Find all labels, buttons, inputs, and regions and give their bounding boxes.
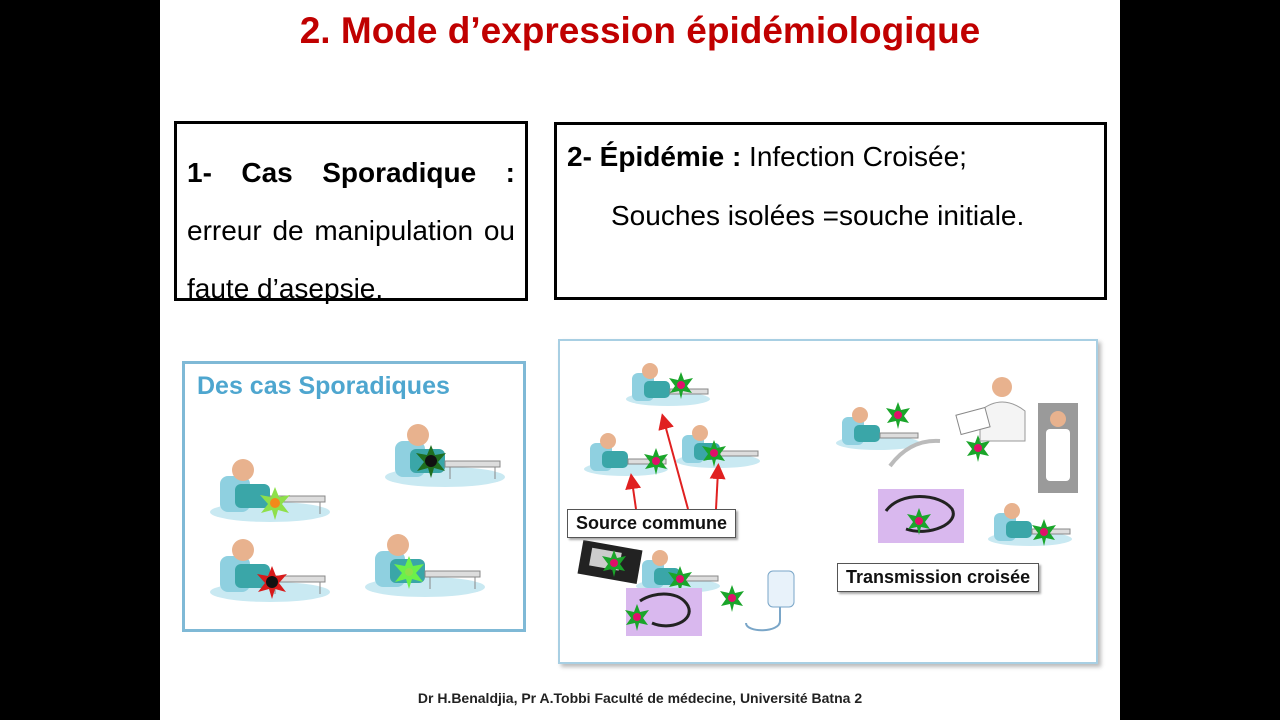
iv-bag-icon — [745, 570, 795, 632]
nurse-icon — [1038, 403, 1078, 493]
sporadic-case-box: 1- Cas Sporadique : erreur de manipulati… — [174, 121, 528, 304]
transmission-arrow — [888, 438, 941, 468]
patient-in-bed-icon — [210, 539, 330, 602]
transmission-croisee-label: Transmission croisée — [837, 563, 1040, 592]
epidemic-lead: 2- Épidémie : — [567, 141, 742, 172]
sporadic-illustration — [210, 424, 505, 602]
sporadic-case-lead: 1- Cas Sporadique : — [187, 157, 515, 188]
patient-in-bed-icon — [987, 502, 1073, 547]
germ-icon — [260, 487, 290, 520]
germ-icon — [394, 556, 424, 589]
patient-in-bed-icon — [625, 362, 711, 407]
germ-icon — [886, 402, 910, 429]
epidemic-line2: Souches isolées =souche initiale. — [611, 200, 1025, 231]
patient-in-bed-icon — [365, 534, 485, 597]
epidemic-box: 2- Épidémie : Infection Croisée; Souches… — [554, 122, 1107, 300]
footer-credits: Dr H.Benaldjia, Pr A.Tobbi Faculté de mé… — [417, 690, 863, 706]
epidemic-lead-rest: Infection Croisée; — [741, 141, 967, 172]
epidemic-illustration — [577, 362, 1078, 636]
doctor-icon — [955, 377, 1026, 442]
germ-icon — [416, 445, 446, 478]
patient-in-bed-icon — [210, 459, 330, 522]
sporadic-cases-panel: Des cas Sporadiques — [182, 361, 526, 632]
sporadic-panel-title: Des cas Sporadiques — [197, 372, 450, 400]
slide-title: 2. Mode d’expression épidémiologique — [299, 10, 981, 51]
germ-icon — [257, 566, 287, 599]
patient-in-bed-icon — [385, 424, 505, 487]
patient-in-bed-icon — [675, 424, 761, 469]
patient-in-bed-icon — [835, 406, 921, 451]
arrows — [625, 413, 726, 510]
sporadic-case-text: erreur de manipulation ou faute d’asepsi… — [187, 215, 515, 304]
slide: 2. Mode d’expression épidémiologique 1- … — [160, 0, 1120, 720]
germ-icon — [720, 585, 744, 612]
epidemic-panel: Source commune Transmission croisée — [558, 339, 1098, 664]
source-commune-label: Source commune — [567, 509, 737, 538]
